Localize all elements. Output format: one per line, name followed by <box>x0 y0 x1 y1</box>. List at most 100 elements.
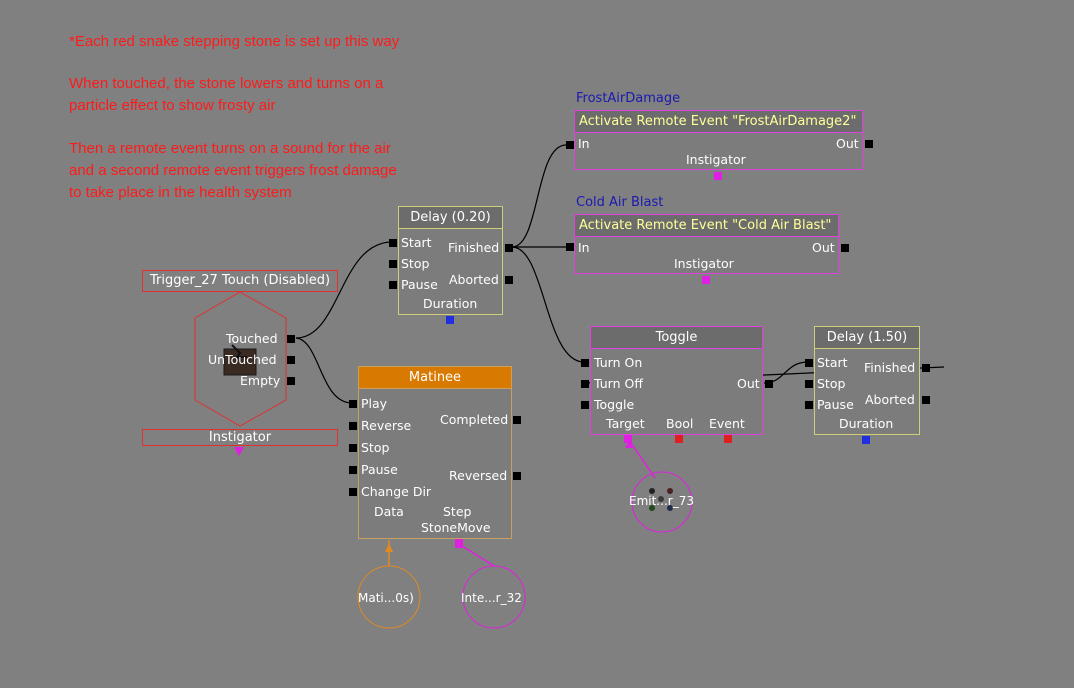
delay-1-stop-pin[interactable] <box>389 260 397 268</box>
matinee-data-bubble <box>357 565 421 629</box>
wire-emitter-to-target <box>628 439 656 479</box>
delay-1-duration-pin[interactable] <box>446 316 454 324</box>
toggle-bool-pin[interactable] <box>675 435 683 443</box>
matinee-pause-pin[interactable] <box>349 466 357 474</box>
matinee-stop-label: Stop <box>361 440 390 455</box>
emitter-bubble <box>631 471 693 533</box>
trigger-title[interactable]: Trigger_27 Touch (Disabled) <box>142 270 338 292</box>
remote-1-out-pin[interactable] <box>865 140 873 148</box>
delay-2-pause-label: Pause <box>817 397 854 412</box>
delay-2-pause-pin[interactable] <box>805 401 813 409</box>
matinee-node[interactable]: Matinee <box>358 366 512 539</box>
toggle-event-pin[interactable] <box>724 435 732 443</box>
remote-2-in-label: In <box>578 240 590 255</box>
toggle-out-label: Out <box>737 376 760 391</box>
matinee-title: Matinee <box>359 367 511 389</box>
delay-1-stop-label: Stop <box>401 256 430 271</box>
wire-touched-to-matinee-play <box>295 337 353 404</box>
note-line-5: and a second remote event triggers frost… <box>69 162 397 179</box>
toggle-turn-off-label: Turn Off <box>594 376 643 391</box>
remote-2-out-pin[interactable] <box>841 244 849 252</box>
matinee-completed-pin[interactable] <box>513 416 521 424</box>
trigger-touched-label: Touched <box>226 331 278 346</box>
matinee-data-variable-label[interactable]: Mati...0s) <box>358 591 414 605</box>
emitter-icon <box>649 488 673 511</box>
matinee-play-pin[interactable] <box>349 400 357 408</box>
remote-2-in-pin[interactable] <box>566 243 574 251</box>
delay-1-finished-pin[interactable] <box>505 244 513 252</box>
delay-2-stop-label: Stop <box>817 376 846 391</box>
interp-variable-label[interactable]: Inte...r_32 <box>461 591 522 605</box>
delay-1-start-label: Start <box>401 235 432 250</box>
emitter-variable-label[interactable]: Emit...r_73 <box>629 494 694 508</box>
delay-node-1[interactable]: Delay (0.20) <box>398 206 503 315</box>
matinee-stop-pin[interactable] <box>349 444 357 452</box>
delay-1-finished-label: Finished <box>448 240 500 255</box>
remote-2-title: Activate Remote Event "Cold Air Blast" <box>575 215 838 237</box>
trigger-sprite <box>223 348 257 376</box>
remote-1-in-pin[interactable] <box>566 141 574 149</box>
matinee-step-label: Step <box>443 504 472 519</box>
wire-delay-to-toggle-on <box>511 246 585 363</box>
remote-1-comment: FrostAirDamage <box>576 91 681 106</box>
toggle-toggle-pin[interactable] <box>581 401 589 409</box>
remote-2-out-label: Out <box>812 240 835 255</box>
trigger-empty-label: Empty <box>240 373 281 388</box>
matinee-pause-label: Pause <box>361 462 398 477</box>
toggle-out-pin[interactable] <box>765 380 773 388</box>
delay-2-title: Delay (1.50) <box>815 327 919 349</box>
matinee-reverse-pin[interactable] <box>349 422 357 430</box>
matinee-change-dir-pin[interactable] <box>349 488 357 496</box>
delay-2-duration-label: Duration <box>839 416 894 431</box>
toggle-target-pin[interactable] <box>624 435 632 443</box>
delay-1-start-pin[interactable] <box>389 239 397 247</box>
toggle-title: Toggle <box>591 327 762 349</box>
remote-event-node-1[interactable]: Activate Remote Event "FrostAirDamage2" <box>574 110 863 170</box>
delay-1-aborted-label: Aborted <box>449 272 499 287</box>
matinee-stonemove-label: StoneMove <box>421 520 491 535</box>
remote-2-comment: Cold Air Blast <box>576 195 664 210</box>
remote-event-node-2[interactable]: Activate Remote Event "Cold Air Blast" <box>574 214 839 274</box>
toggle-toggle-label: Toggle <box>594 397 635 412</box>
toggle-turn-on-pin[interactable] <box>581 359 589 367</box>
matinee-stonemove-pin[interactable] <box>455 539 463 547</box>
remote-1-instigator-label: Instigator <box>686 152 746 167</box>
toggle-node[interactable]: Toggle <box>590 326 763 435</box>
remote-1-out-label: Out <box>836 136 859 151</box>
toggle-turn-on-label: Turn On <box>594 355 643 370</box>
trigger-untouched-pin[interactable] <box>287 356 295 364</box>
toggle-bool-label: Bool <box>666 416 694 431</box>
interp-bubble <box>462 565 526 629</box>
delay-2-finished-pin[interactable] <box>922 364 930 372</box>
delay-2-aborted-pin[interactable] <box>922 396 930 404</box>
trigger-instigator-bar[interactable]: Instigator <box>142 429 338 446</box>
remote-1-in-label: In <box>578 136 590 151</box>
matinee-reversed-label: Reversed <box>449 468 508 483</box>
delay-node-2[interactable]: Delay (1.50) <box>814 326 920 435</box>
trigger-empty-pin[interactable] <box>287 377 295 385</box>
trigger-untouched-label: UnTouched <box>208 352 277 367</box>
matinee-change-dir-label: Change Dir <box>361 484 432 499</box>
note-line-6: to take place in the health system <box>69 184 292 201</box>
matinee-reverse-label: Reverse <box>361 418 412 433</box>
trigger-hand-icon <box>231 344 247 358</box>
trigger-touched-pin[interactable] <box>287 335 295 343</box>
toggle-turn-off-pin[interactable] <box>581 380 589 388</box>
delay-2-finished-label: Finished <box>864 360 916 375</box>
delay-2-start-label: Start <box>817 355 848 370</box>
delay-1-pause-pin[interactable] <box>389 281 397 289</box>
remote-1-instigator-pin[interactable] <box>714 172 722 180</box>
delay-2-duration-pin[interactable] <box>862 436 870 444</box>
delay-2-stop-pin[interactable] <box>805 380 813 388</box>
remote-2-instigator-label: Instigator <box>674 256 734 271</box>
toggle-event-label: Event <box>709 416 745 431</box>
delay-2-start-pin[interactable] <box>805 359 813 367</box>
toggle-target-label: Target <box>606 416 645 431</box>
delay-1-duration-label: Duration <box>423 296 478 311</box>
delay-1-aborted-pin[interactable] <box>505 276 513 284</box>
matinee-reversed-pin[interactable] <box>513 472 521 480</box>
matinee-play-label: Play <box>361 396 388 411</box>
remote-2-instigator-pin[interactable] <box>702 276 710 284</box>
wire-touched-to-delay-start <box>295 241 393 339</box>
trigger-hexagon <box>194 291 287 427</box>
